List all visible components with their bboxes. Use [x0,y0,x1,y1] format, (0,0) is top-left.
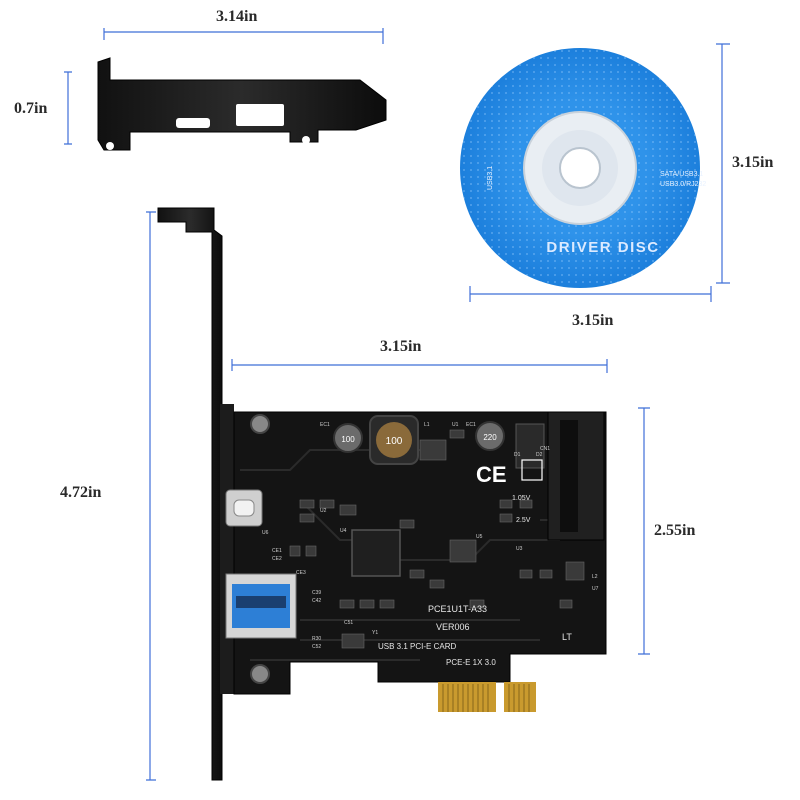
svg-text:U1: U1 [452,422,459,428]
capacitor-left-label: 100 [341,435,355,444]
svg-text:U7: U7 [592,586,599,592]
svg-text:C52: C52 [312,644,321,650]
svg-text:U3: U3 [516,546,523,552]
model-label: PCE1U1T-A33 [428,604,487,614]
svg-text:L2: L2 [592,574,598,580]
dim-card-height: 2.55in [654,522,696,539]
svg-text:CE1: CE1 [272,548,282,554]
svg-text:CE2: CE2 [272,556,282,562]
controller-chip [351,529,401,577]
svg-text:D2: D2 [536,452,543,458]
svg-text:C51: C51 [344,620,353,626]
svg-text:D1: D1 [514,452,521,458]
disc-side-text-2: USB3.0/RJ232 [660,181,706,188]
dim-card-bracket-height: 4.72in [60,484,102,501]
svg-text:CE3: CE3 [296,570,306,576]
svg-text:U2: U2 [320,508,327,514]
pcb-board: 100 220 100 CE [225,411,607,712]
capacitor-right-label: 220 [483,433,497,442]
svg-text:U4: U4 [340,528,347,534]
bracket-small-usbc-slot [176,118,210,128]
svg-text:R30: R30 [312,636,321,642]
disc-label: DRIVER DISC [546,239,659,256]
inductor-label: 100 [386,436,403,447]
voltage-1-label: 1.05V [512,495,531,502]
svg-text:C39: C39 [312,590,321,596]
voltage-2-label: 2.5V [516,517,531,524]
full-height-bracket [157,207,234,781]
svg-text:CN1: CN1 [540,446,550,452]
dim-card-width: 3.15in [380,338,422,355]
diode-block [515,423,545,469]
dim-line-card-width [231,359,608,373]
low-profile-bracket [97,57,387,151]
interface-label: PCE-E 1X 3.0 [446,658,496,667]
disc-side-text-1: SATA/USB3.1 [660,171,703,178]
dim-line-card-height [638,407,650,655]
smd-components [289,429,585,649]
svg-text:U6: U6 [262,530,269,536]
dim-bracket-small-width: 3.14in [216,8,258,25]
version-label: VER006 [436,622,470,632]
weee-mark [521,459,543,481]
dim-line-bracket-small-height [64,71,72,145]
svg-text:EC1: EC1 [466,422,476,428]
driver-disc: DRIVER DISC SATA/USB3.1 USB3.0/RJ232 USB… [460,48,706,288]
svg-text:EC1: EC1 [320,422,330,428]
dim-bracket-small-height: 0.7in [14,100,48,117]
screw-top [250,414,270,434]
svg-text:C42: C42 [312,598,321,604]
dimension-lines [64,28,730,781]
silkscreen-labels: EC1 L1 U1 EC1 D1 D2 CN1 U2 U3 U4 U5 U6 U… [262,422,599,650]
svg-text:L1: L1 [424,422,430,428]
screw-bottom [250,664,270,684]
dim-line-bracket-small-width [103,28,384,44]
lt-mark: LT [562,632,572,642]
bracket-small-usba-slot [236,104,284,126]
svg-text:Y1: Y1 [372,630,378,636]
svg-text:U5: U5 [476,534,483,540]
capacitor-left [333,423,363,453]
ce-mark: CE [476,462,507,487]
dim-line-disc-width [469,286,712,302]
card-name-label: USB 3.1 PCI-E CARD [378,642,456,651]
dim-line-card-bracket-height [146,211,156,781]
disc-left-text: USB3.1 [487,166,494,190]
dim-line-disc-height [716,43,730,284]
gold-fingers [438,682,536,712]
dim-disc-height: 3.15in [732,154,774,171]
capacitor-right [475,421,505,451]
dim-disc-width: 3.15in [572,312,614,329]
